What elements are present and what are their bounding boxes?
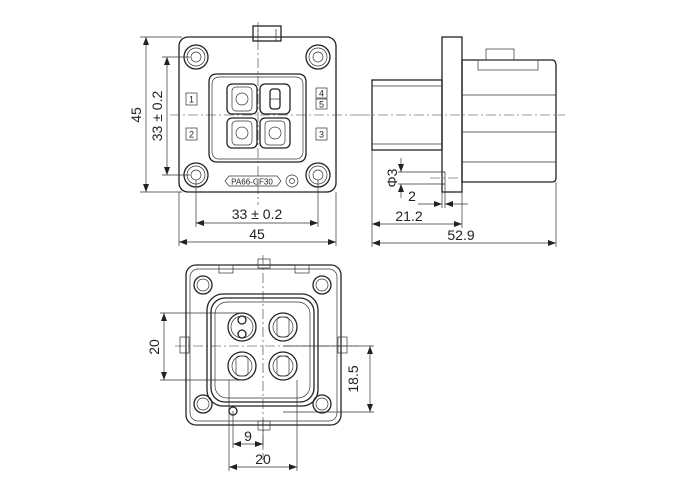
side-flange bbox=[441, 36, 463, 193]
front-vertical-dimensions: 45 33 ± 0.2 bbox=[128, 36, 190, 193]
rear-mounting-hole-br bbox=[312, 394, 332, 414]
rear-mounting-hole-tr bbox=[312, 275, 332, 295]
svg-text:4: 4 bbox=[319, 89, 324, 99]
front-flange bbox=[178, 36, 337, 193]
front-top-latch bbox=[252, 25, 282, 42]
dim-side-pin-offset: 2 bbox=[408, 188, 416, 204]
rear-flange bbox=[185, 264, 342, 426]
rear-contact-top-left bbox=[227, 312, 257, 342]
date-wheel-icon bbox=[285, 174, 299, 188]
rear-mounting-hole-tl bbox=[193, 275, 213, 295]
svg-text:PA66-GF30: PA66-GF30 bbox=[231, 178, 273, 187]
front-housing bbox=[208, 73, 307, 163]
rear-contact-bottom-right bbox=[268, 351, 298, 381]
dim-rear-height-18-5: 18.5 bbox=[345, 365, 361, 392]
front-contact-top-right bbox=[259, 83, 291, 115]
dim-rear-width-9: 9 bbox=[244, 428, 252, 444]
side-rear-body bbox=[461, 59, 557, 183]
svg-text:1: 1 bbox=[189, 95, 194, 105]
rear-seal-outer bbox=[206, 293, 319, 407]
rear-contact-top-right bbox=[268, 312, 298, 342]
dim-rear-height-20: 20 bbox=[146, 339, 162, 355]
front-mounting-hole-tr bbox=[305, 44, 331, 70]
front-horizontal-dimensions: 33 ± 0.2 45 bbox=[178, 180, 337, 246]
dim-side-pin-diameter: Φ3 bbox=[384, 168, 400, 187]
rear-dimensions: 20 18.5 9 20 bbox=[146, 312, 374, 471]
dim-front-width-total: 45 bbox=[249, 226, 265, 242]
front-contact-bottom-right bbox=[259, 117, 291, 149]
pin-label-3: 3 bbox=[315, 127, 328, 141]
pin-label-2: 2 bbox=[185, 127, 198, 141]
material-marking: PA66-GF30 bbox=[224, 175, 282, 187]
dim-side-total-length: 52.9 bbox=[447, 227, 474, 243]
rear-view bbox=[175, 255, 358, 460]
dim-rear-width-20: 20 bbox=[255, 451, 271, 467]
front-view: 1 2 3 4 5 PA66-GF30 bbox=[170, 22, 360, 205]
side-dimensions: Φ3 2 21.2 52.9 bbox=[371, 150, 557, 247]
svg-text:2: 2 bbox=[189, 130, 194, 140]
svg-text:5: 5 bbox=[319, 100, 324, 110]
dim-front-width-holes: 33 ± 0.2 bbox=[232, 206, 283, 222]
dim-front-height-total: 45 bbox=[128, 107, 144, 123]
pin-label-4: 4 bbox=[315, 87, 328, 99]
pin-label-5: 5 bbox=[315, 98, 328, 110]
rear-mounting-hole-bl bbox=[193, 394, 213, 414]
svg-text:3: 3 bbox=[319, 130, 324, 140]
side-view bbox=[360, 36, 565, 193]
rear-contact-bottom-left bbox=[227, 351, 257, 381]
front-contact-bottom-left bbox=[226, 117, 258, 149]
front-contact-top-left bbox=[226, 83, 258, 115]
dim-front-height-holes: 33 ± 0.2 bbox=[149, 91, 165, 142]
dim-side-flange-depth: 21.2 bbox=[395, 208, 422, 224]
pin-label-1: 1 bbox=[185, 92, 198, 106]
